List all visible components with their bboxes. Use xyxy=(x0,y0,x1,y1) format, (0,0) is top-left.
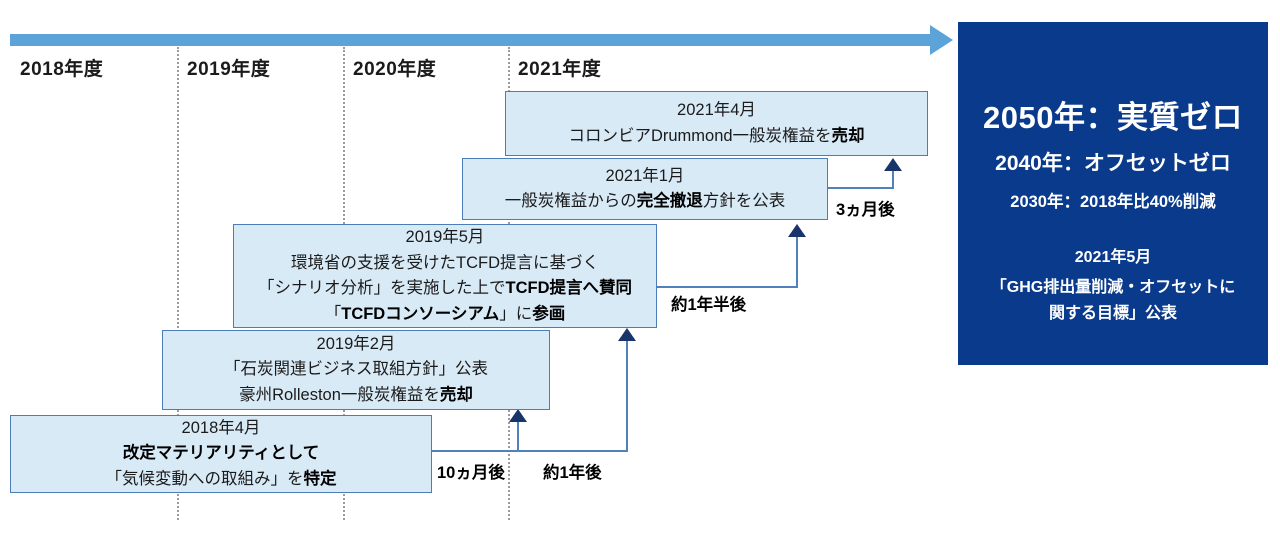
milestone-line: 一般炭権益からの完全撤退方針を公表 xyxy=(504,192,786,210)
milestone-line: 豪州Rolleston一般炭権益を売却 xyxy=(239,385,473,404)
milestone-line: 改定マテリアリティとして xyxy=(122,444,320,463)
connector-line xyxy=(626,340,628,452)
milestone-box-2021-04: 2021年4月コロンビアDrummond一般炭権益を売却 xyxy=(505,91,928,156)
timeline-axis-arrowhead-icon xyxy=(930,25,953,55)
goal-panel: 2050年：実質ゼロ 2040年：オフセットゼロ 2030年：2018年比40%… xyxy=(958,22,1268,365)
duration-label-1-year: 約1年後 xyxy=(543,464,602,482)
goal-2040: 2040年：オフセットゼロ xyxy=(995,152,1231,175)
connector-line xyxy=(796,236,798,288)
duration-label-1-5-years: 約1年半後 xyxy=(671,296,747,314)
milestone-line: 2021年4月 xyxy=(677,101,756,119)
year-label-2020: 2020年度 xyxy=(353,59,437,80)
milestone-line: コロンビアDrummond一般炭権益を売却 xyxy=(568,126,865,145)
connector-line xyxy=(892,171,894,189)
milestone-line: 「気候変動への取組み」を特定 xyxy=(105,469,337,488)
milestone-box-2021-01: 2021年1月一般炭権益からの完全撤退方針を公表 xyxy=(462,158,828,220)
milestone-box-2019-05: 2019年5月環境省の支援を受けたTCFD提言に基づく「シナリオ分析」を実施した… xyxy=(233,224,657,328)
year-label-2019: 2019年度 xyxy=(187,59,271,80)
milestone-line: 2021年1月 xyxy=(605,166,685,185)
goal-2030: 2030年：2018年比40%削減 xyxy=(1010,193,1216,211)
connector-line xyxy=(432,450,628,452)
duration-label-3-months: 3ヵ月後 xyxy=(836,201,895,219)
milestone-box-2018-04: 2018年4月改定マテリアリティとして「気候変動への取組み」を特定 xyxy=(10,415,432,493)
year-label-2021: 2021年度 xyxy=(518,59,602,80)
up-arrowhead-icon xyxy=(618,328,636,341)
duration-label-10-months: 10ヵ月後 xyxy=(437,464,505,482)
year-divider-2019 xyxy=(177,47,179,520)
connector-line xyxy=(517,421,519,452)
milestone-line: 2018年4月 xyxy=(181,418,261,437)
connector-line xyxy=(657,286,798,288)
goal-announce-line1: 「GHG排出量削減・オフセットに xyxy=(990,279,1236,296)
goal-announce-date: 2021年5月 xyxy=(1074,249,1152,266)
milestone-box-2019-02: 2019年2月「石炭関連ビジネス取組方針」公表豪州Rolleston一般炭権益を… xyxy=(162,330,550,410)
up-arrowhead-icon xyxy=(788,224,806,237)
up-arrowhead-icon xyxy=(884,158,902,171)
up-arrowhead-icon xyxy=(509,409,527,422)
milestone-line: 2019年2月 xyxy=(316,334,396,353)
connector-line xyxy=(828,187,894,189)
milestone-line: 「石炭関連ビジネス取組方針」公表 xyxy=(224,360,488,379)
milestone-line: 「シナリオ分析」を実施した上でTCFD提言へ賛同 xyxy=(258,279,632,297)
milestone-line: 環境省の支援を受けたTCFD提言に基づく xyxy=(291,253,599,272)
milestone-line: 2019年5月 xyxy=(405,228,485,246)
milestone-line: 「TCFDコンソーシアム」に参画 xyxy=(324,304,566,323)
goal-2050: 2050年：実質ゼロ xyxy=(983,100,1243,135)
goal-announce-line2: 関する目標」公表 xyxy=(1048,305,1177,322)
timeline-axis-arrow xyxy=(10,34,931,46)
year-label-2018: 2018年度 xyxy=(20,59,104,80)
